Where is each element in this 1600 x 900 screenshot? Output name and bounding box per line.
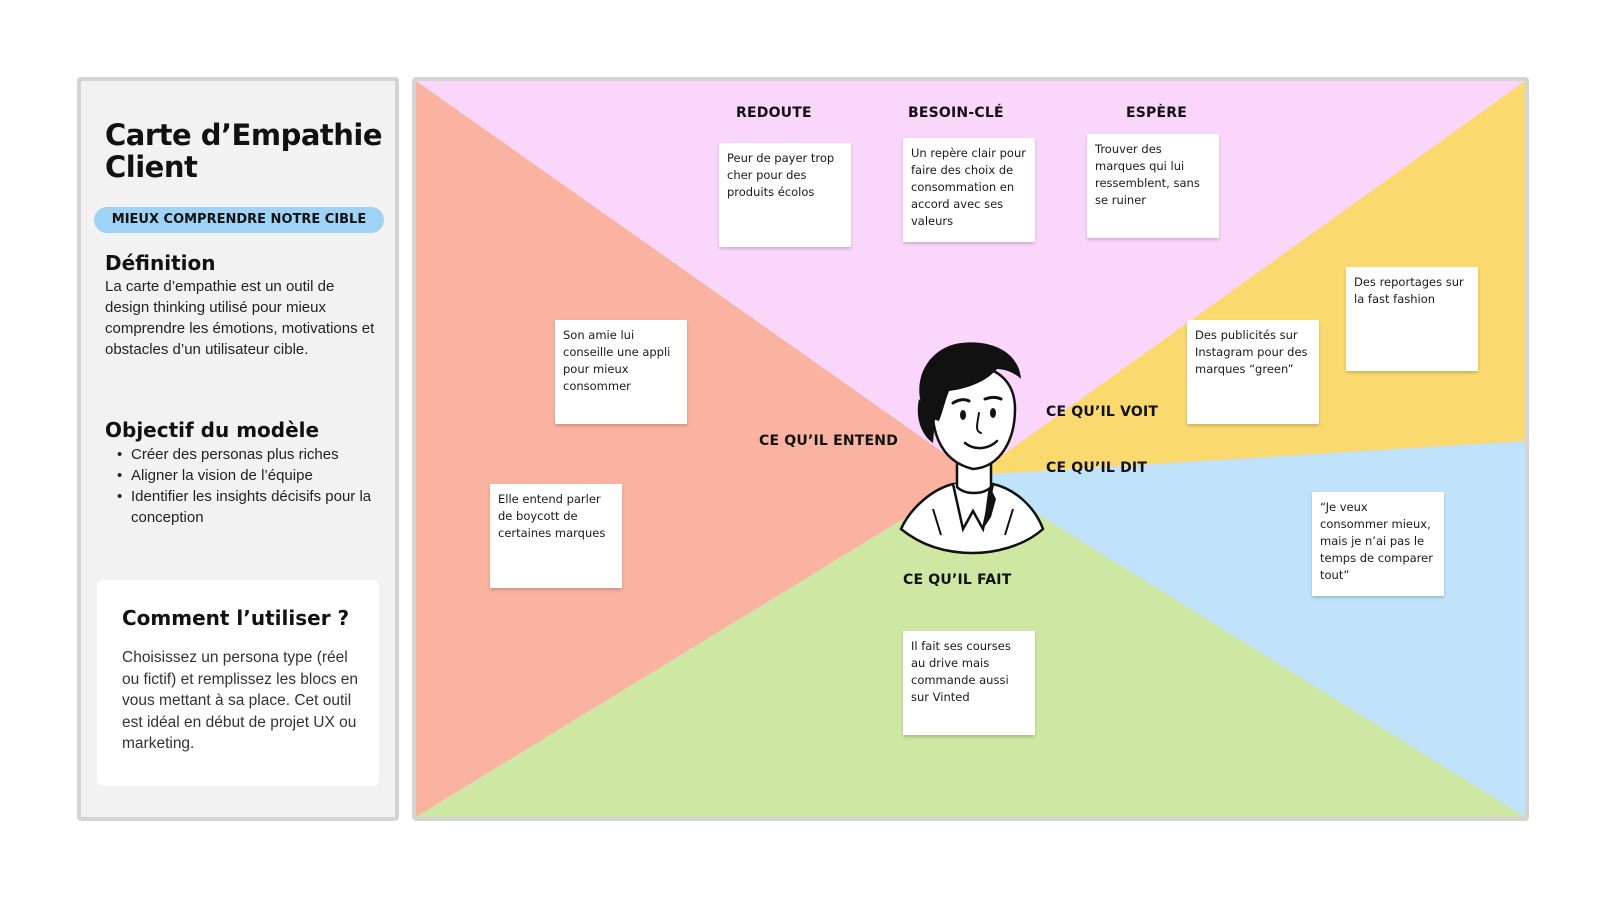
objective-item: •Identifier les insights décisifs pour l… bbox=[117, 488, 372, 526]
label-redoute: REDOUTE bbox=[736, 105, 812, 121]
howto-text: Choisissez un persona type (réel ou fict… bbox=[122, 649, 359, 752]
zone-voit bbox=[975, 81, 1525, 475]
sticky-note-entend-2[interactable]: Elle entend parler de boycott de certain… bbox=[490, 484, 622, 588]
sticky-note-voit-1[interactable]: Des publicités sur Instagram pour des ma… bbox=[1187, 320, 1319, 424]
label-ce-quil-voit: CE QU’IL VOIT bbox=[1046, 404, 1159, 420]
sticky-note-dit[interactable]: “Je veux consommer mieux, mais je n’ai p… bbox=[1312, 492, 1444, 596]
zone-redoute-besoin-espere bbox=[416, 81, 1525, 475]
empathy-map-board: REDOUTE BESOIN-CLÉ ESPÈRE CE QU’IL ENTEN… bbox=[412, 77, 1529, 821]
page-title: Carte d’Empathie Client bbox=[105, 118, 383, 184]
info-panel: Carte d’Empathie Client MIEUX COMPRENDRE… bbox=[77, 77, 399, 821]
label-ce-quil-entend: CE QU’IL ENTEND bbox=[759, 433, 899, 449]
zone-entend bbox=[416, 81, 975, 817]
definition-text: La carte d’empathie est un outil de desi… bbox=[105, 278, 375, 358]
objective-list: •Créer des personas plus riches •Aligner… bbox=[105, 444, 385, 528]
howto-title: Comment l’utiliser ? bbox=[122, 606, 350, 630]
objective-title: Objectif du modèle bbox=[105, 418, 320, 442]
howto-card: Comment l’utiliser ? Choisissez un perso… bbox=[97, 580, 379, 786]
sticky-note-voit-2[interactable]: Des reportages sur la fast fashion bbox=[1346, 267, 1478, 371]
objective-item: •Créer des personas plus riches bbox=[117, 446, 339, 463]
definition-title: Définition bbox=[105, 251, 216, 275]
subtitle-tag: MIEUX COMPRENDRE NOTRE CIBLE bbox=[94, 207, 384, 233]
label-espere: ESPÈRE bbox=[1126, 105, 1188, 121]
sticky-note-redoute[interactable]: Peur de payer trop cher pour des produit… bbox=[719, 143, 851, 247]
sticky-note-besoin-cle[interactable]: Un repère clair pour faire des choix de … bbox=[903, 138, 1035, 242]
sticky-note-entend-1[interactable]: Son amie lui conseille une appli pour mi… bbox=[555, 320, 687, 424]
sticky-note-espere[interactable]: Trouver des marques qui lui ressemblent,… bbox=[1087, 134, 1219, 238]
label-besoin-cle: BESOIN-CLÉ bbox=[908, 105, 1004, 121]
persona-illustration-icon bbox=[899, 342, 1045, 555]
label-ce-quil-fait: CE QU’IL FAIT bbox=[903, 572, 1012, 588]
label-ce-quil-dit: CE QU’IL DIT bbox=[1046, 460, 1148, 476]
sticky-note-fait[interactable]: Il fait ses courses au drive mais comman… bbox=[903, 631, 1035, 735]
objective-item: •Aligner la vision de l’équipe bbox=[117, 467, 313, 484]
